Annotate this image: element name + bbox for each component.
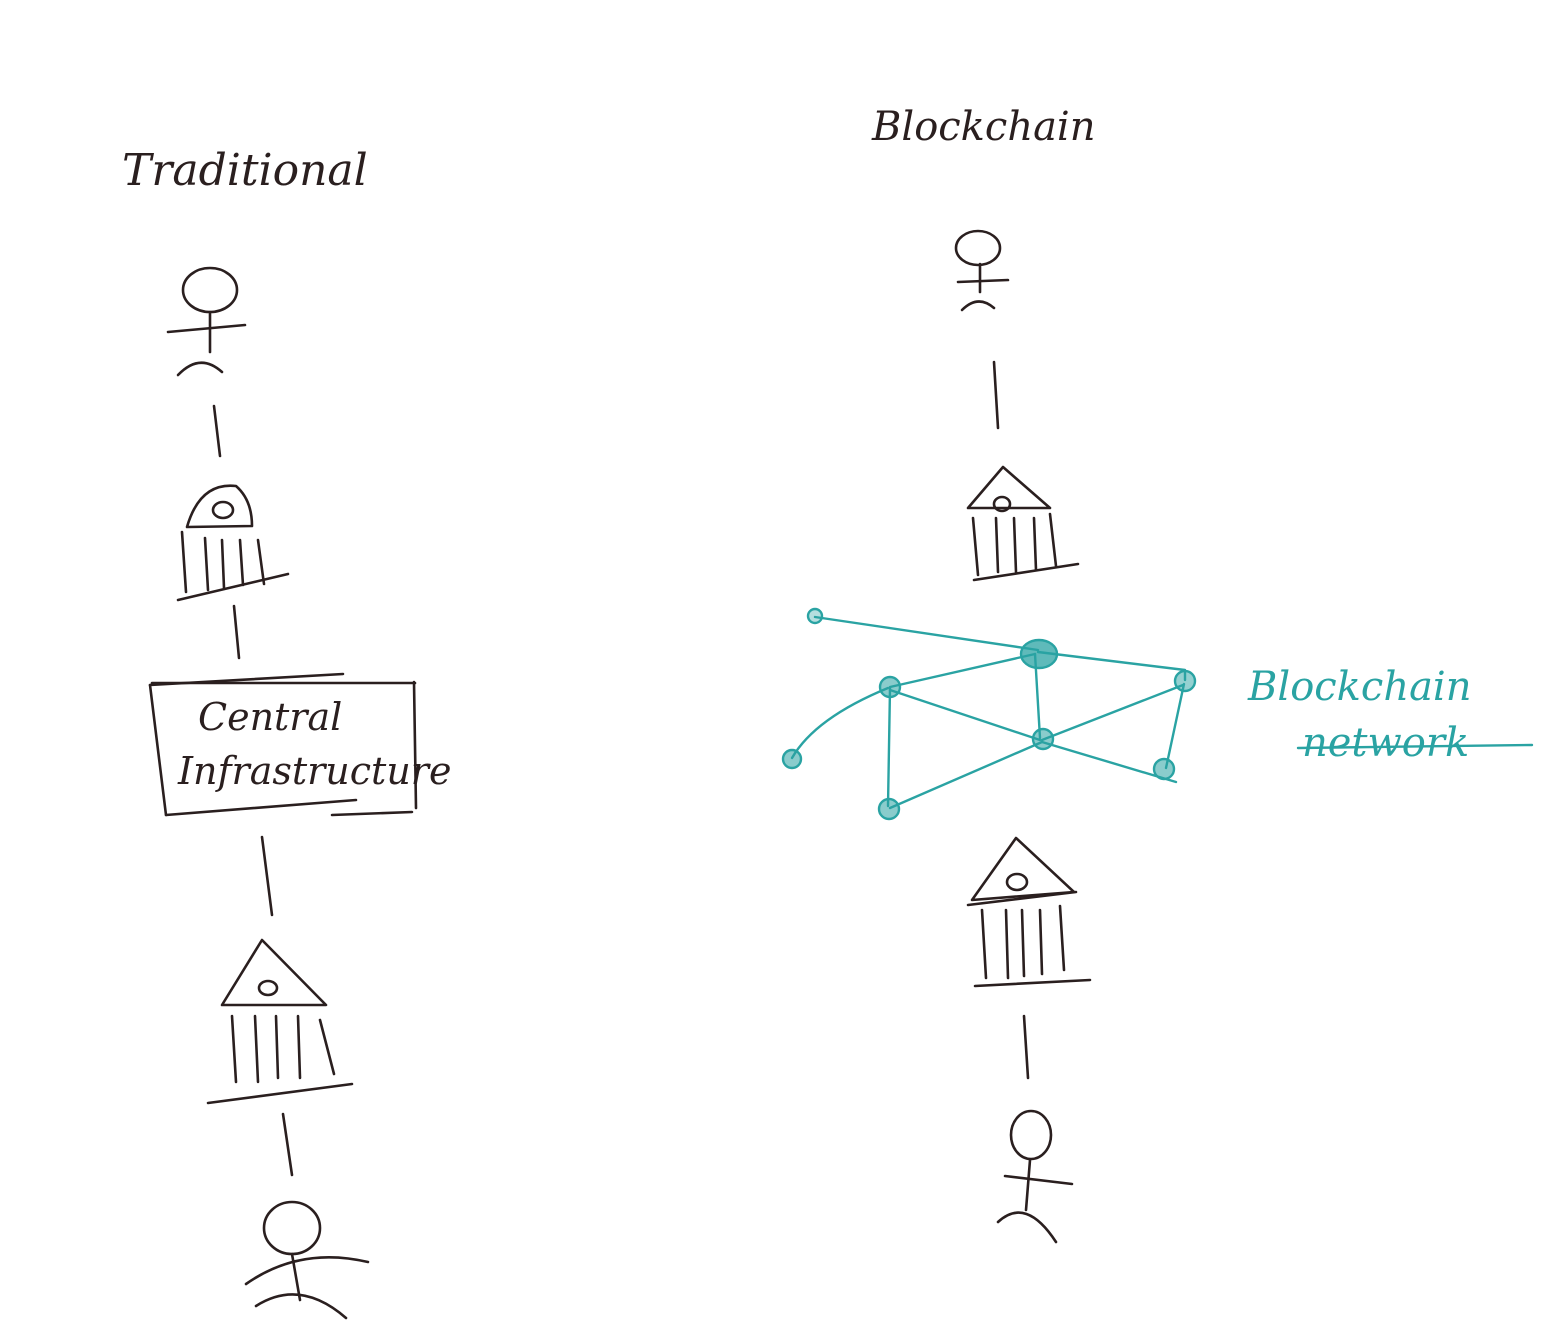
central-box-line2: Infrastructure [177, 749, 451, 793]
bank-icon [176, 484, 290, 602]
network-label-line2: network [1302, 720, 1469, 766]
connector-line [281, 1112, 294, 1177]
bank-icon [206, 938, 354, 1105]
network-label-underline [1296, 743, 1534, 750]
network-label-line1: Blockchain [1247, 664, 1471, 710]
connector-line [212, 404, 222, 458]
network-node-icon [1031, 727, 1055, 751]
central-infrastructure-box: Central Infrastructure [148, 672, 451, 817]
network-node-icon [878, 675, 902, 699]
network-node-icon [781, 748, 803, 770]
traditional-column: Central Infrastructure [148, 266, 451, 1320]
traditional-title: Traditional [122, 145, 368, 196]
network-node-icon [1019, 638, 1059, 670]
bank-icon [966, 465, 1080, 582]
bank-icon [966, 836, 1092, 988]
central-box-line1: Central [198, 695, 342, 739]
person-icon [954, 229, 1010, 312]
connector-line [232, 604, 241, 660]
blockchain-title: Blockchain [871, 104, 1095, 150]
person-icon [996, 1109, 1074, 1244]
network-node-icon [877, 797, 901, 821]
blockchain-network: Blockchain network [781, 607, 1534, 821]
blockchain-column: Blockchain network [781, 229, 1534, 1244]
network-node-icon [1173, 669, 1197, 693]
network-node-icon [806, 607, 824, 625]
connector-line [260, 835, 274, 917]
network-node-icon [1152, 757, 1176, 781]
person-icon [166, 266, 247, 377]
person-icon [244, 1200, 370, 1320]
connector-line [992, 360, 1000, 430]
connector-line [1022, 1014, 1030, 1080]
